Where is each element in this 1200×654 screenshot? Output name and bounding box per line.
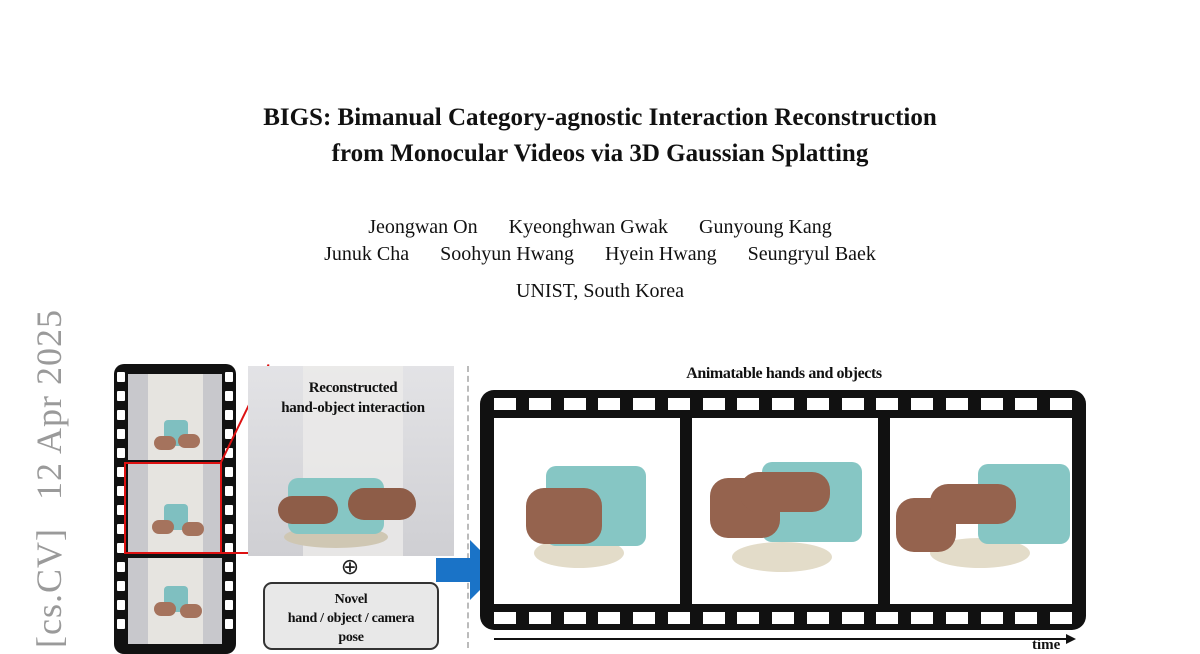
arxiv-stamp: [cs.CV] 12 Apr 2025 — [28, 309, 70, 648]
novel-pose-box: Novel hand / object / camera pose — [263, 582, 439, 650]
arxiv-category: [cs.CV] — [29, 528, 69, 648]
title-line-1: BIGS: Bimanual Category-agnostic Interac… — [263, 104, 937, 131]
title-line-2: from Monocular Videos via 3D Gaussian Sp… — [331, 140, 869, 167]
authors-line-2: Junuk Cha Soohyun Hwang Hyein Hwang Seun… — [0, 241, 1200, 268]
zoom-line-bottom — [220, 552, 250, 554]
film-perforations-right — [225, 372, 233, 654]
video-frame — [128, 558, 222, 644]
film-perforations-bottom — [494, 612, 1072, 624]
author-name: Kyeonghwan Gwak — [508, 216, 669, 238]
plus-circle-icon: ⊕ — [340, 554, 360, 579]
divider-dashed — [467, 366, 469, 648]
input-video-filmstrip — [114, 364, 236, 654]
video-frame — [128, 374, 222, 460]
output-frame-1 — [494, 418, 680, 604]
paper-title: BIGS: Bimanual Category-agnostic Interac… — [0, 100, 1200, 172]
authors-line-1: Jeongwan On Kyeonghwan Gwak Gunyoung Kan… — [0, 214, 1200, 241]
author-name: Hyein Hwang — [604, 243, 717, 265]
reconstruction-label: Reconstructed hand-object interaction — [281, 380, 425, 416]
arxiv-date: 12 Apr 2025 — [29, 309, 69, 501]
film-perforations-left — [117, 372, 125, 654]
author-name: Jeongwan On — [368, 216, 478, 238]
author-name: Junuk Cha — [324, 243, 410, 265]
author-name: Gunyoung Kang — [699, 216, 832, 238]
selected-frame-box — [124, 462, 222, 554]
output-filmstrip — [480, 390, 1086, 630]
affiliation: UNIST, South Korea — [516, 280, 684, 302]
film-perforations-top — [494, 398, 1072, 410]
author-name: Soohyun Hwang — [440, 243, 574, 265]
time-axis-arrow — [494, 634, 1076, 644]
author-name: Seungryul Baek — [747, 243, 876, 265]
animatable-title: Animatable hands and objects — [686, 365, 882, 382]
time-label: time — [1032, 637, 1061, 653]
output-frame-3 — [890, 418, 1072, 604]
video-frame-selected — [128, 464, 222, 552]
reconstruction-image — [248, 366, 454, 556]
output-frame-2 — [692, 418, 878, 604]
